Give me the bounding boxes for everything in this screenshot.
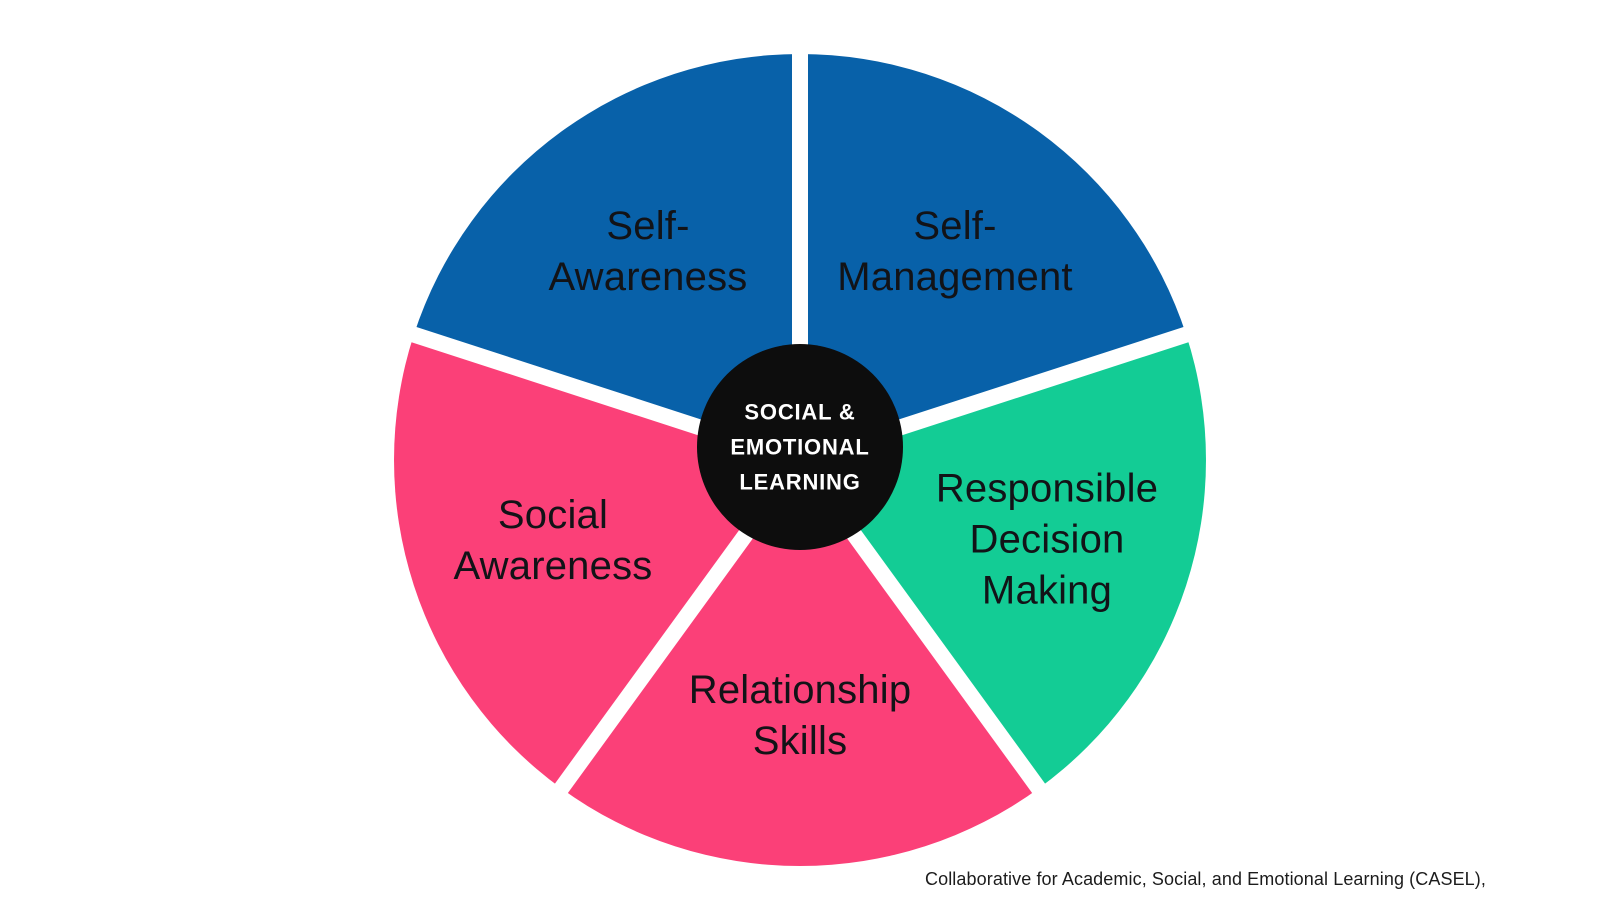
- segment-label-self-management: Self- Management: [837, 204, 1073, 299]
- attribution-caption: Collaborative for Academic, Social, and …: [925, 869, 1486, 889]
- segment-label-self-awareness: Self- Awareness: [548, 204, 748, 299]
- segment-label-responsible-decision-making: Responsible Decision Making: [935, 466, 1159, 613]
- segment-relationship-skills: [561, 460, 1039, 867]
- center-hub-circle: [697, 344, 903, 550]
- segment-label-relationship-skills: Relationship Skills: [688, 668, 912, 763]
- center-hub-title: SOCIAL & EMOTIONAL LEARNING: [730, 399, 870, 495]
- segment-label-social-awareness: Social Awareness: [453, 493, 653, 588]
